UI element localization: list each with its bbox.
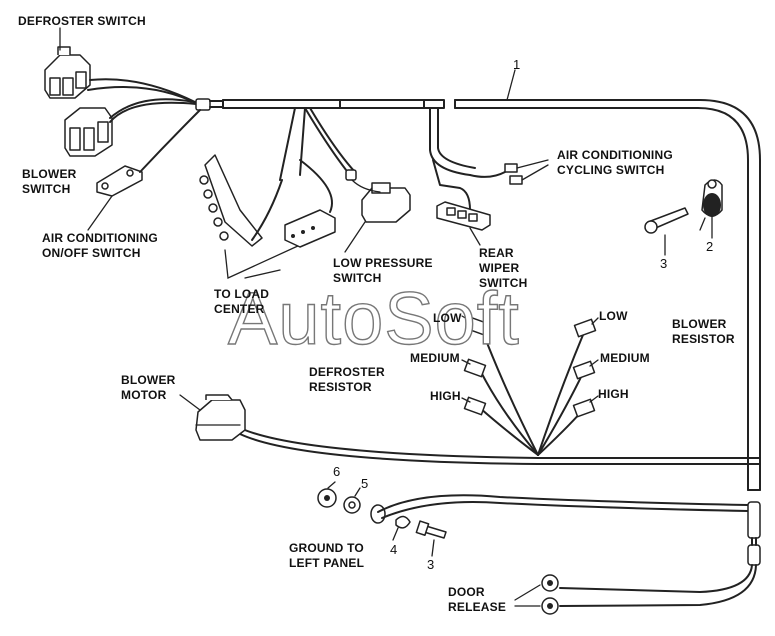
label-low-pressure-switch: LOW PRESSURE SWITCH <box>333 256 433 285</box>
harness-end-plug <box>195 98 224 111</box>
leader-lines <box>59 27 706 279</box>
label-blower-switch: BLOWER SWITCH <box>22 167 77 196</box>
callout-5: 5 <box>361 476 369 491</box>
callout-2: 2 <box>706 239 714 254</box>
label-defroster-resistor: DEFROSTER RESISTOR <box>309 365 385 394</box>
watermark: AutoSoft <box>227 277 520 360</box>
defroster-switch-connector <box>44 46 199 105</box>
label-left-low: LOW <box>433 311 462 325</box>
label-blower-resistor: BLOWER RESISTOR <box>672 317 735 346</box>
label-ground-to-left-panel: GROUND TO LEFT PANEL <box>289 541 365 570</box>
label-ac-onoff-switch: AIR CONDITIONING ON/OFF SWITCH <box>42 231 158 260</box>
label-right-medium: MEDIUM <box>600 351 650 365</box>
label-to-load-center: TO LOAD CENTER <box>214 287 270 316</box>
harness-tail <box>559 501 761 607</box>
label-right-low: LOW <box>599 309 628 323</box>
resistor-wire-fan <box>461 315 599 456</box>
callout-3-bolt: 3 <box>427 557 435 572</box>
lower-harness <box>179 394 761 465</box>
callout-1: 1 <box>513 57 521 72</box>
rear-wiper-switch-connector <box>436 201 491 246</box>
low-pressure-switch-connector <box>344 169 411 253</box>
callout-4: 4 <box>390 542 398 557</box>
callout-6: 6 <box>333 464 341 479</box>
label-rear-wiper-switch: REAR WIPER SWITCH <box>479 246 528 290</box>
label-ac-cycling-switch: AIR CONDITIONING CYCLING SWITCH <box>557 148 673 177</box>
ac-onoff-switch-connector <box>87 109 201 231</box>
ground-hardware <box>317 481 749 557</box>
label-blower-motor: BLOWER MOTOR <box>121 373 176 402</box>
label-right-high: HIGH <box>598 387 629 401</box>
label-left-medium: MEDIUM <box>410 351 460 365</box>
main-harness <box>222 99 761 491</box>
mounting-screw-and-clip <box>644 179 723 256</box>
label-defroster-switch: DEFROSTER SWITCH <box>18 14 146 28</box>
callout-3-screw: 3 <box>660 256 668 271</box>
label-left-high: HIGH <box>430 389 461 403</box>
load-center-connector <box>199 154 301 279</box>
blower-switch-connector <box>64 98 197 157</box>
load-center-small-connector <box>284 159 336 248</box>
door-release-terminals <box>514 574 559 615</box>
label-door-release: DOOR RELEASE <box>448 585 507 614</box>
ac-cycling-switch-connector <box>469 159 549 185</box>
